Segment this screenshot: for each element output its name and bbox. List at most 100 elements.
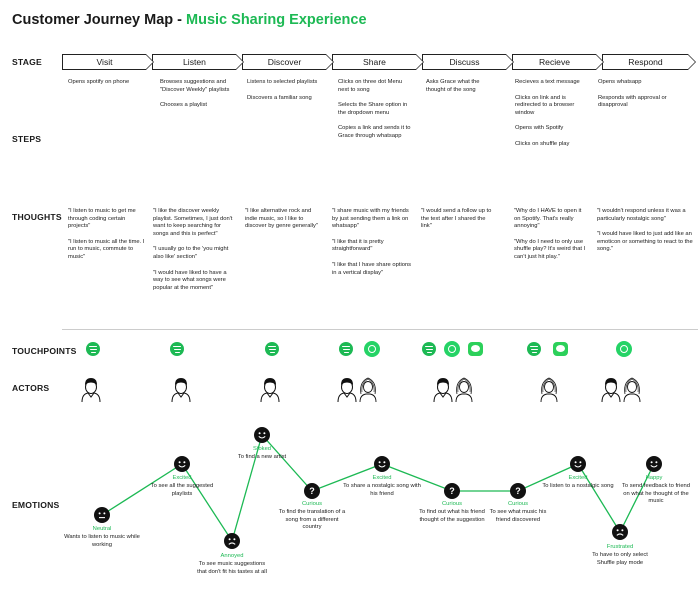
thought-item: "I would have liked to have a way to see… xyxy=(153,269,227,291)
step-item: Opens spotify on phone xyxy=(68,79,130,85)
title-accent: Music Sharing Experience xyxy=(186,12,367,28)
step-item: Selects the Share option in the dropdown… xyxy=(338,102,408,116)
stage-label: Recieve xyxy=(538,57,571,67)
step-item: Listens to selected playlists xyxy=(247,79,318,85)
male-actor-icon xyxy=(80,376,102,403)
thought-item: "I wouldn't respond unless it was a part… xyxy=(597,208,686,222)
male-actor-icon xyxy=(259,376,281,403)
step-item: Opens with Spotify xyxy=(515,125,564,132)
emotion-desc: To share a nostalgic song with his frien… xyxy=(343,483,421,497)
steps-listen: Browses suggestions and "Discover Weekly… xyxy=(160,79,238,118)
step-item: Browses suggestions and "Discover Weekly… xyxy=(160,79,230,93)
female-actor-icon xyxy=(357,376,379,403)
emotion-mood: Neutral xyxy=(92,526,112,532)
stage-label: Discover xyxy=(267,57,302,67)
whatsapp-icon xyxy=(364,341,380,357)
section-label-thoughts: THOUGHTS xyxy=(12,212,62,222)
title-main: Customer Journey Map - xyxy=(12,12,187,28)
sad-face-icon xyxy=(612,524,628,540)
step-item: Opens whatsapp xyxy=(598,79,642,85)
neutral-face-icon xyxy=(94,507,110,523)
step-item: Responds with approval or disapproval xyxy=(598,94,667,109)
stage-label: Listen xyxy=(183,57,206,67)
steps-discover: Listens to selected playlists Discovers … xyxy=(247,79,321,110)
steps-discuss: Asks Grace what the thought of the song xyxy=(426,79,500,102)
section-label-actors: ACTORS xyxy=(12,383,50,393)
section-label-steps: STEPS xyxy=(12,134,42,144)
thoughts-discover: "I like alternative rock and indie music… xyxy=(245,208,325,239)
stage-label: Share xyxy=(363,57,386,67)
divider xyxy=(62,329,698,330)
thought-item: "I listen to music all the time. I run t… xyxy=(68,238,145,260)
thought-item: "I would send a follow up to the text af… xyxy=(421,208,492,230)
happy-face-icon xyxy=(570,456,586,472)
thought-item: "I would have liked to just add like an … xyxy=(597,231,693,253)
step-item: Recieves a text message xyxy=(515,79,580,85)
emotion-mood: Excited xyxy=(568,475,588,481)
happy-face-icon xyxy=(174,456,190,472)
emotion-desc: To find out what his friend thought of t… xyxy=(419,509,485,523)
male-actor-icon xyxy=(600,376,622,403)
emotion-mood: Happy xyxy=(645,475,663,481)
message-icon xyxy=(553,342,568,356)
thoughts-visit: "I listen to music to get me through cod… xyxy=(68,208,148,270)
emotion-mood: Excited xyxy=(172,475,192,481)
emotion-desc: To find a new artist xyxy=(237,454,287,460)
female-actor-icon xyxy=(538,376,560,403)
section-label-emotions: EMOTIONS xyxy=(12,500,60,510)
thoughts-recieve: "Why do I HAVE to open it on Spotify. Th… xyxy=(514,208,588,270)
thought-item: "Why do I HAVE to open it on Spotify. Th… xyxy=(514,208,582,230)
thought-item: "I like alternative rock and indie music… xyxy=(245,208,318,230)
steps-recieve: Recieves a text message Clicks on link a… xyxy=(515,79,585,157)
steps-visit: Opens spotify on phone xyxy=(68,79,148,95)
spotify-icon xyxy=(265,342,279,356)
page-title: Customer Journey Map - Music Sharing Exp… xyxy=(12,12,367,28)
sad-face-icon xyxy=(224,533,240,549)
thoughts-discuss: "I would send a follow up to the text af… xyxy=(421,208,497,239)
spotify-icon xyxy=(527,342,541,356)
emotion-mood: Excited xyxy=(372,475,392,481)
thought-item: "I like the discover weekly playlist. So… xyxy=(153,208,233,237)
male-actor-icon xyxy=(336,376,358,403)
section-label-touchpoints: TOUCHPOINTS xyxy=(12,346,77,356)
spotify-icon xyxy=(86,342,100,356)
stage-label: Discuss xyxy=(449,57,480,67)
thought-item: "Why do I need to only use shuffle play?… xyxy=(514,238,586,260)
happy-face-icon xyxy=(374,456,390,472)
emotion-mood: Curious xyxy=(508,501,528,507)
emotion-mood: Curious xyxy=(442,501,462,507)
thoughts-share: "I share music with my friends by just s… xyxy=(332,208,412,285)
male-actor-icon xyxy=(432,376,454,403)
spotify-icon xyxy=(422,342,436,356)
stage-label: Visit xyxy=(96,57,113,67)
thought-item: "I like that it is pretty straightforwar… xyxy=(332,238,384,253)
touchpoints-row xyxy=(62,340,698,360)
female-actor-icon xyxy=(453,376,475,403)
thoughts-listen: "I like the discover weekly playlist. So… xyxy=(153,208,235,300)
emotion-desc: To find the translation of a song from a… xyxy=(278,509,346,531)
thought-item: "I usually go to the 'you might also lik… xyxy=(153,246,229,260)
emotion-desc: To see all the suggested playlists xyxy=(150,483,214,497)
happy-face-icon xyxy=(254,427,270,443)
thought-item: "I share music with my friends by just s… xyxy=(332,208,409,230)
question-face-icon: ? xyxy=(510,483,526,499)
step-item: Chooses a playlist xyxy=(160,102,208,109)
spotify-icon xyxy=(170,342,184,356)
spotify-icon xyxy=(339,342,353,356)
emotion-mood: Stoked xyxy=(252,446,272,452)
thought-item: "I like that I have share options in a v… xyxy=(332,261,412,276)
step-item: Copies a link and sends it to Grace thro… xyxy=(338,125,411,139)
step-item: Discovers a familiar song xyxy=(247,94,312,101)
steps-respond: Opens whatsapp Responds with approval or… xyxy=(598,79,692,118)
step-item: Clicks on link and is redirected to a br… xyxy=(515,94,575,116)
emotion-desc: To see music suggestions that don't fit … xyxy=(197,561,267,575)
emotion-mood: Frustrated xyxy=(606,544,634,550)
emotion-mood: Curious xyxy=(302,501,322,507)
thought-item: "I listen to music to get me through cod… xyxy=(68,208,136,230)
section-label-stage: STAGE xyxy=(12,57,42,67)
happy-face-icon xyxy=(646,456,662,472)
stage-visit: Visit xyxy=(62,54,154,70)
emotion-desc: To see what music his friend discovered xyxy=(489,509,547,523)
step-item: Asks Grace what the thought of the song xyxy=(426,79,480,93)
male-actor-icon xyxy=(170,376,192,403)
